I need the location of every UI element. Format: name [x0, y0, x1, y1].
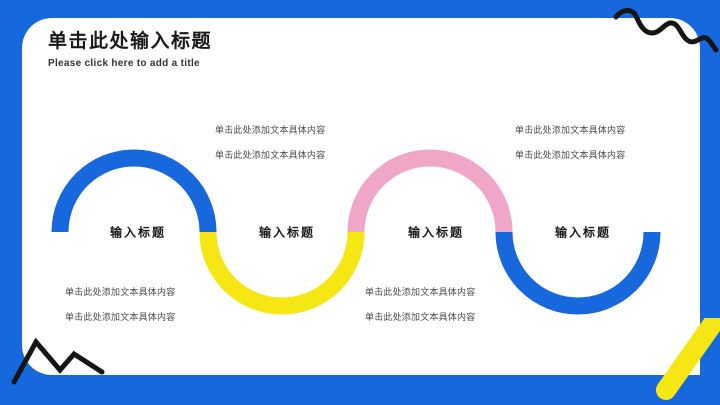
title-block: 单击此处输入标题 Please click here to add a titl… [48, 30, 212, 69]
text-line: 单击此处添加文本具体内容 [65, 287, 176, 297]
page-subtitle: Please click here to add a title [48, 57, 200, 69]
node-title-1: 输入标题 [109, 225, 167, 240]
text-line: 单击此处添加文本具体内容 [515, 125, 626, 135]
node-title-2: 输入标题 [258, 225, 316, 240]
text-block-above-right: 单击此处添加文本具体内容 单击此处添加文本具体内容 [515, 126, 625, 160]
text-block-below-right: 单击此处添加文本具体内容 单击此处添加文本具体内容 [365, 288, 475, 322]
text-line: 单击此处添加文本具体内容 [215, 150, 326, 160]
text-line: 单击此处添加文本具体内容 [365, 287, 476, 297]
node-title-4: 输入标题 [554, 225, 612, 240]
text-block-below-left: 单击此处添加文本具体内容 单击此处添加文本具体内容 [65, 288, 175, 322]
text-line: 单击此处添加文本具体内容 [365, 312, 476, 322]
text-line: 单击此处添加文本具体内容 [515, 150, 626, 160]
page-title: 单击此处输入标题 [48, 31, 213, 52]
node-title-3: 输入标题 [407, 225, 465, 240]
text-block-above-left: 单击此处添加文本具体内容 单击此处添加文本具体内容 [215, 126, 325, 160]
text-line: 单击此处添加文本具体内容 [65, 312, 176, 322]
text-line: 单击此处添加文本具体内容 [215, 125, 326, 135]
